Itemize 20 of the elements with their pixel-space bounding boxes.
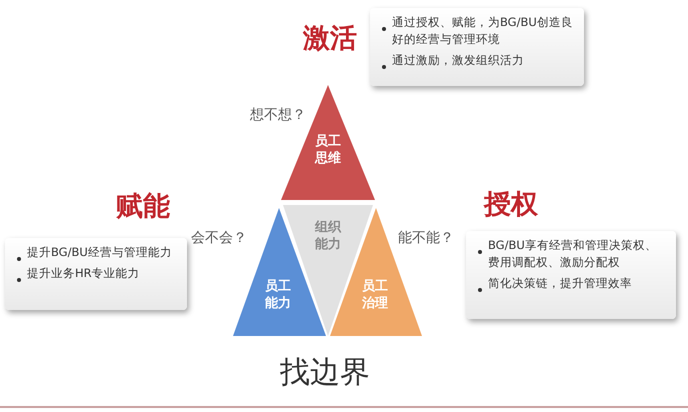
bullet-item: 提升业务HR专业能力 (27, 265, 141, 282)
bullet-card (5, 238, 187, 310)
question-text: 能不能？ (398, 229, 454, 247)
bullet-item: 通过授权、赋能，为BG/BU创造良好的经营与管理环境 (392, 14, 574, 48)
bullet-item: 提升BG/BU经营与管理能力 (27, 244, 173, 261)
bullet-item: BG/BU享有经营和管理决策权、费用调配权、激励分配权 (488, 237, 658, 271)
triangle-label: 员工治理 (361, 278, 389, 312)
triangle-label: 员工能力 (264, 278, 292, 312)
bullet-card (466, 231, 676, 319)
heading: 授权 (484, 188, 538, 222)
heading: 找边界 (280, 354, 370, 392)
heading: 激活 (303, 22, 357, 56)
bullet-item: 简化决策链，提升管理效率 (488, 275, 633, 292)
question-text: 想不想？ (250, 106, 306, 124)
question-text: 会不会？ (191, 229, 247, 247)
bullet-item: 通过激励，激发组织活力 (392, 52, 525, 69)
triangle-label: 组织能力 (314, 219, 342, 253)
triangle-label: 员工思维 (314, 133, 342, 167)
heading: 赋能 (116, 190, 170, 224)
bullet-card (370, 8, 584, 86)
